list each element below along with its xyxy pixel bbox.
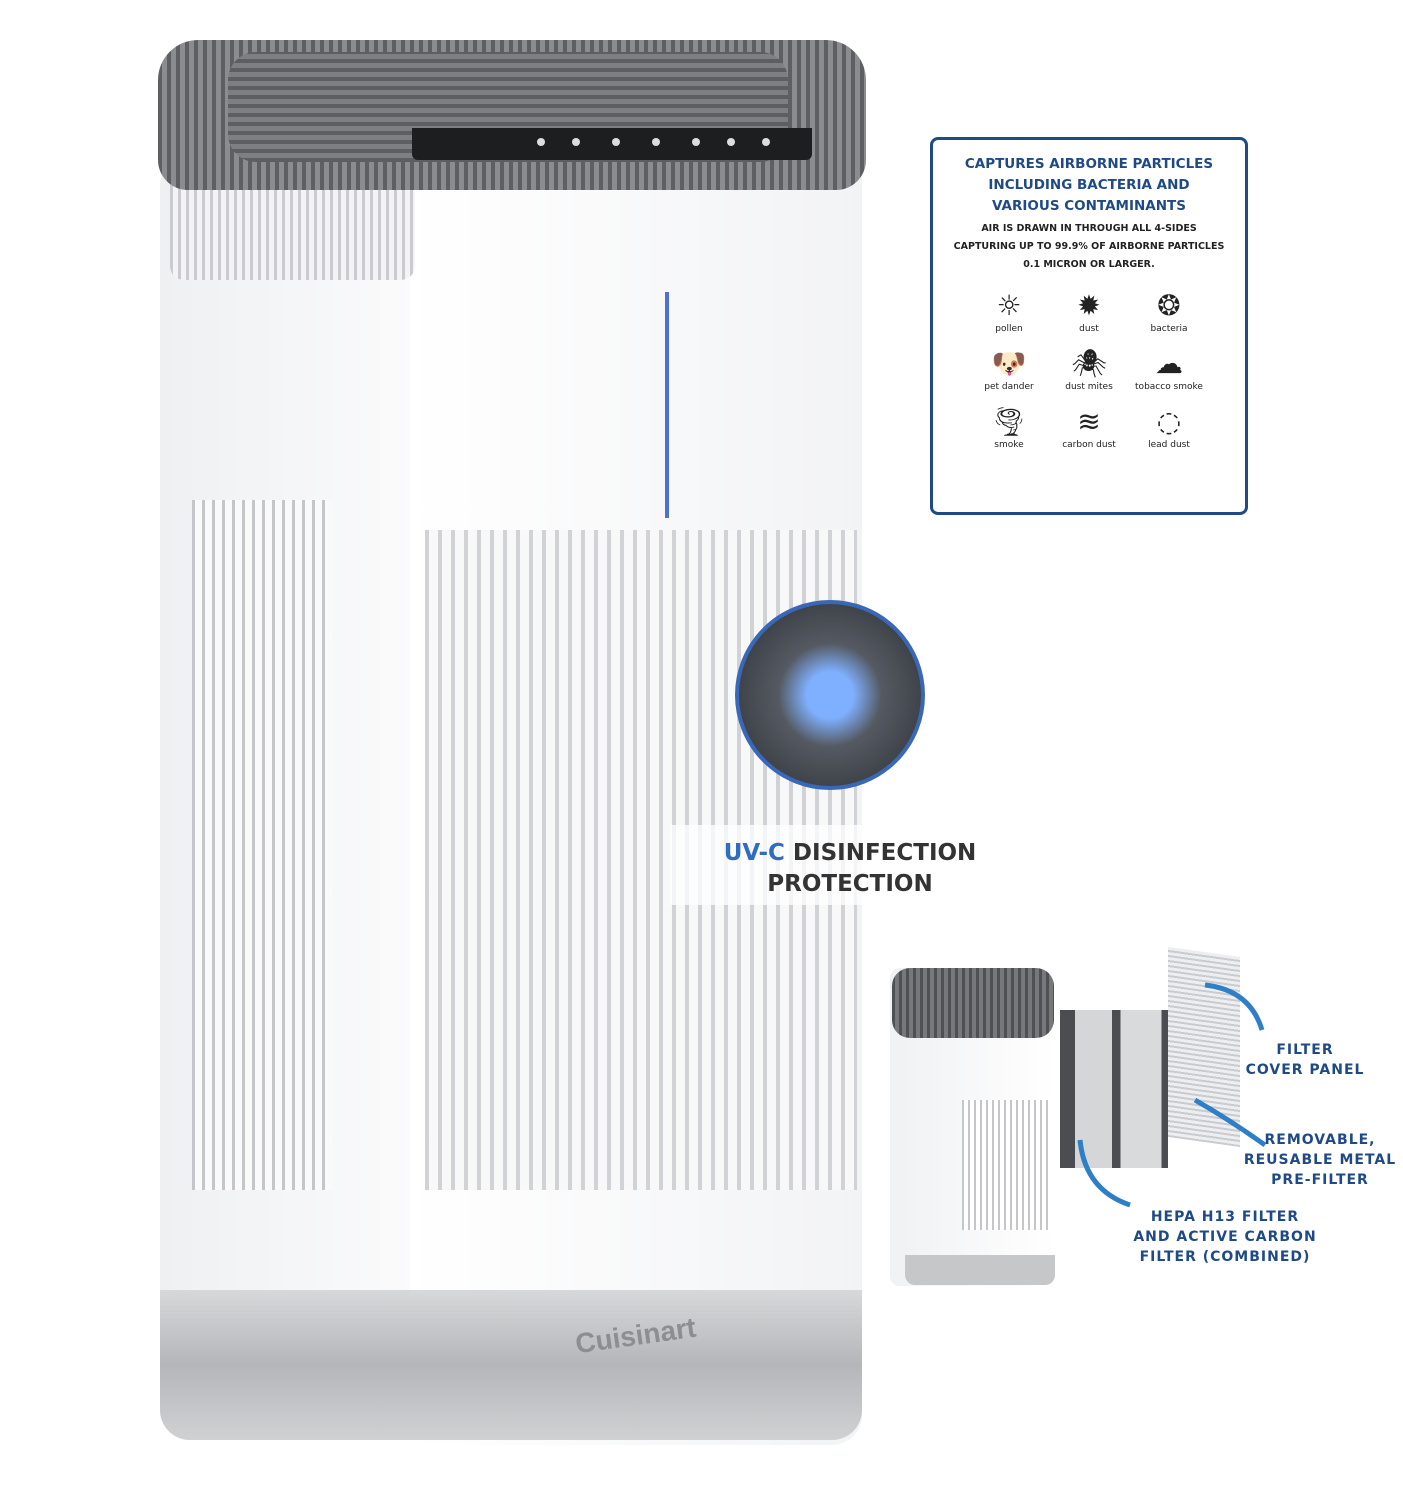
smoke-icon: 🌪 [991,405,1027,438]
info-line2: CAPTURING UP TO 99.9% OF AIRBORNE PARTIC… [953,241,1225,252]
uv-label: UV-C DISINFECTION PROTECTION [720,838,980,900]
callout-cover: FILTER COVER PANEL [1235,1040,1375,1080]
mite-icon: 🕷 [1071,347,1107,380]
callout-text: COVER PANEL [1245,1062,1365,1078]
uv-lamp-closeup [735,600,925,790]
contaminant-label: pollen [995,324,1023,334]
uv-line1: DISINFECTION [784,840,977,866]
contaminant-item: ✹ dust [1049,288,1129,334]
bacteria-icon: ❂ [1157,289,1181,322]
contaminant-item: ◌ lead dust [1129,404,1209,450]
pet-icon: 🐶 [991,347,1027,380]
mini-purifier-vent [962,1100,1052,1230]
callout-text: AND ACTIVE CARBON [1133,1229,1317,1245]
cigarette-icon: ☁ [1155,347,1183,380]
contaminant-label: bacteria [1150,324,1188,334]
arrow-cover [1204,982,1265,1031]
contaminant-label: smoke [994,440,1024,450]
arrow-prefilter [1193,1097,1267,1148]
callout-text: FILTER (COMBINED) [1139,1249,1311,1265]
callout-hepa: HEPA H13 FILTER AND ACTIVE CARBON FILTER (… [1130,1207,1320,1267]
arrow-hepa [1077,1139,1131,1208]
info-box: CAPTURES AIRBORNE PARTICLES INCLUDING BA… [930,137,1248,515]
info-line3: 0.1 MICRON OR LARGER. [1023,259,1155,270]
contaminant-label: lead dust [1148,440,1190,450]
contaminant-item: ❂ bacteria [1129,288,1209,334]
uv-line2: PROTECTION [767,871,933,897]
contaminant-item: 🌪 smoke [969,404,1049,450]
indicator-light [665,292,669,518]
contaminant-item: ☁ tobacco smoke [1129,346,1209,392]
contaminant-label: dust [1079,324,1099,334]
contaminant-item: ≋ carbon dust [1049,404,1129,450]
callout-text: REMOVABLE, [1264,1132,1376,1148]
carbon-dust-icon: ≋ [1077,405,1101,438]
base-band [160,1290,862,1440]
pollen-icon: ☼ [996,289,1022,322]
side-vent [192,500,332,1190]
mini-purifier-base [905,1255,1055,1285]
contaminant-label: tobacco smoke [1135,382,1203,392]
callout-text: REUSABLE METAL [1243,1152,1397,1168]
info-line1: AIR IS DRAWN IN THROUGH ALL 4-SIDES [981,223,1197,234]
contaminant-label: pet dander [984,382,1034,392]
contaminant-label: carbon dust [1062,440,1116,450]
mini-purifier-top [892,968,1054,1038]
callout-text: PRE-FILTER [1271,1172,1369,1188]
callout-prefilter: REMOVABLE, REUSABLE METAL PRE-FILTER [1240,1130,1400,1190]
callout-text: FILTER [1276,1042,1334,1058]
lead-dust-icon: ◌ [1156,405,1182,438]
control-panel [412,128,812,160]
contaminant-grid: ☼ pollen ✹ dust ❂ bacteria 🐶 pet dander 🕷 dust mi… [933,288,1245,450]
info-title: CAPTURES AIRBORNE PARTICLES INCLUDING BA… [964,156,1214,214]
uv-label-backdrop [670,825,980,905]
dust-icon: ✹ [1077,289,1101,322]
contaminant-item: 🐶 pet dander [969,346,1049,392]
contaminant-item: ☼ pollen [969,288,1049,334]
contaminant-item: 🕷 dust mites [1049,346,1129,392]
contaminant-label: dust mites [1065,382,1113,392]
uv-highlight: UV-C [723,840,785,866]
callout-text: HEPA H13 FILTER [1150,1209,1300,1225]
